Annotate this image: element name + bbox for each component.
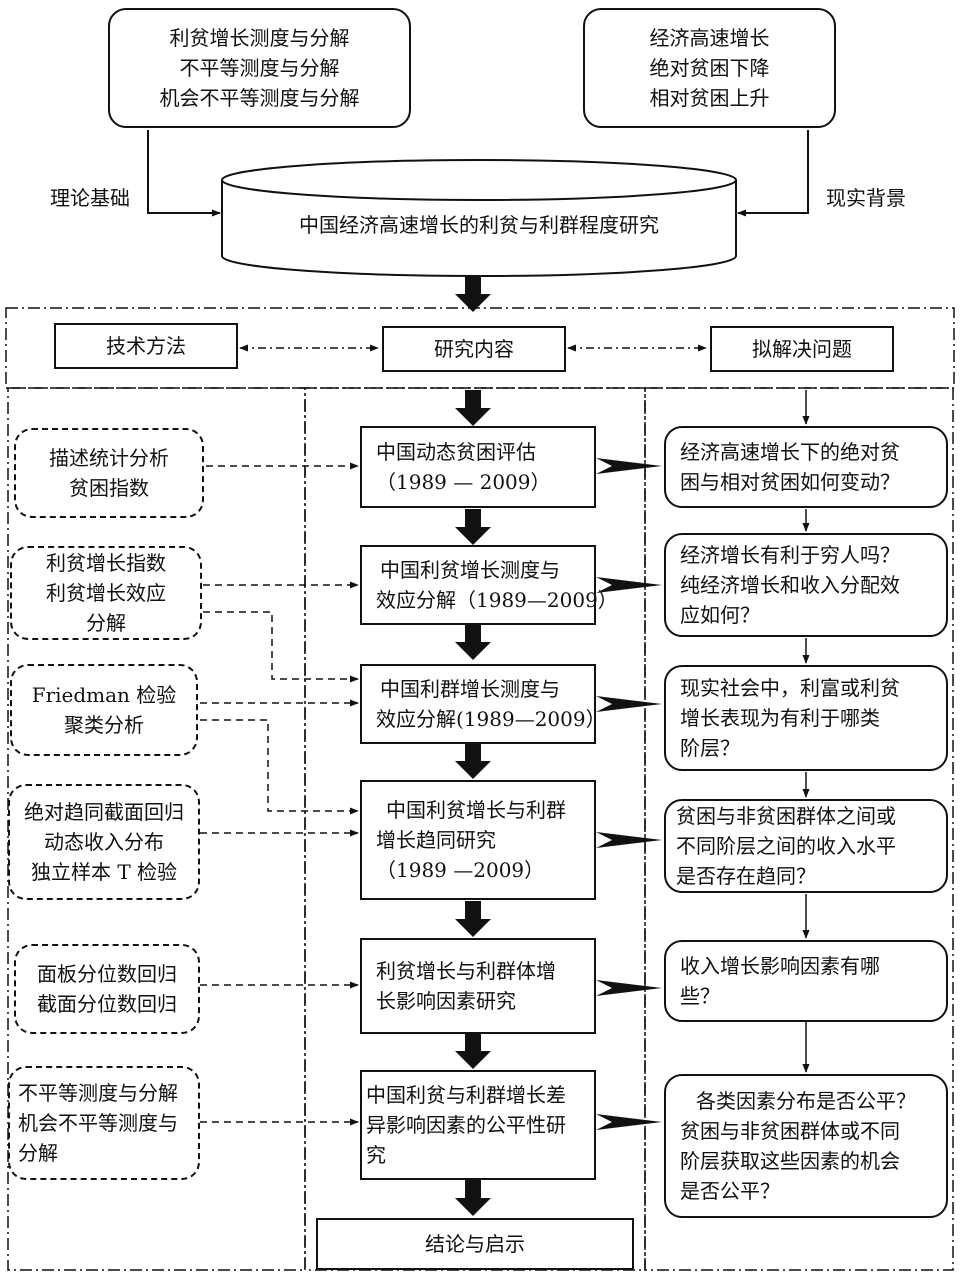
method-line: 利贫增长效应 xyxy=(46,581,166,605)
theory-line: 利贫增长测度与分解 xyxy=(169,26,350,50)
method-box-5: 面板分位数回归 截面分位数回归 xyxy=(14,944,200,1034)
method-line: 不平等测度与分解 xyxy=(18,1081,178,1105)
content-box-2: 中国利贫增长测度与 效应分解（1989—2009） xyxy=(360,545,618,625)
content-line: 中国动态贫困评估 xyxy=(376,440,536,464)
content-line: （1989 — 2009） xyxy=(376,470,551,494)
content-down-arrows xyxy=(455,276,491,1216)
theory-connector xyxy=(147,130,221,217)
content-line: 究 xyxy=(366,1143,386,1167)
problem-line: 贫困与非贫困群体之间或 xyxy=(676,804,896,828)
problem-line: 困与相对贫困如何变动？ xyxy=(680,470,900,494)
problem-line: 阶层？ xyxy=(680,736,740,760)
problems-header: 拟解决问题 xyxy=(710,326,894,372)
problem-line: 贫困与非贫困群体或不同 xyxy=(680,1119,900,1143)
problems-header-label: 拟解决问题 xyxy=(752,337,852,361)
content-line: 中国利贫增长测度与 xyxy=(380,558,560,582)
method-line: Friedman 检验 xyxy=(31,683,177,707)
content-line: 增长趋同研究 xyxy=(376,828,496,852)
method-box-4: 绝对趋同截面回归 动态收入分布 独立样本 T 检验 xyxy=(8,784,200,900)
problem-line: 经济高速增长下的绝对贫 xyxy=(680,440,900,464)
content-line: 效应分解（1989—2009） xyxy=(376,588,618,612)
method-line: 动态收入分布 xyxy=(44,830,164,854)
background-line: 经济高速增长 xyxy=(649,26,770,50)
problem-box-6: 各类因素分布是否公平？ 贫困与非贫困群体或不同 阶层获取这些因素的机会 是否公平… xyxy=(664,1074,948,1218)
problem-line: 不同阶层之间的收入水平 xyxy=(676,834,896,858)
problem-box-1: 经济高速增长下的绝对贫 困与相对贫困如何变动？ xyxy=(664,426,948,508)
problem-line: 些？ xyxy=(680,984,720,1008)
problem-line: 是否公平？ xyxy=(680,1179,780,1203)
problems-frame xyxy=(644,387,954,1271)
header-frame xyxy=(5,307,955,389)
theory-line: 不平等测度与分解 xyxy=(179,56,340,80)
problem-box-3: 现实社会中，利富或利贫 增长表现为有利于哪类 阶层？ xyxy=(664,665,948,771)
theory-line: 机会不平等测度与分解 xyxy=(159,86,360,110)
method-line: 分解 xyxy=(18,1141,58,1165)
content-box-4: 中国利贫增长与利群 增长趋同研究 （1989 —2009） xyxy=(360,780,596,900)
method-box-2: 利贫增长指数 利贫增长效应 分解 xyxy=(10,546,202,640)
problem-box-5: 收入增长影响因素有哪 些？ xyxy=(664,940,948,1022)
method-line: 聚类分析 xyxy=(64,713,144,737)
content-to-problem-arrows xyxy=(596,458,662,1130)
content-line: 异影响因素的公平性研 xyxy=(366,1113,566,1137)
content-line: （1989 —2009） xyxy=(376,858,545,882)
problem-line: 现实社会中，利富或利贫 xyxy=(680,676,900,700)
background-box: 经济高速增长 绝对贫困下降 相对贫困上升 xyxy=(583,8,836,128)
content-box-1: 中国动态贫困评估 （1989 — 2009） xyxy=(360,426,596,508)
problem-line: 收入增长影响因素有哪 xyxy=(680,954,880,978)
problem-box-2: 经济增长有利于穷人吗？ 纯经济增长和收入分配效 应如何？ xyxy=(664,533,948,637)
method-box-6: 不平等测度与分解 机会不平等测度与 分解 xyxy=(8,1066,200,1180)
background-connector xyxy=(737,130,809,217)
method-line: 贫困指数 xyxy=(69,476,149,500)
method-line: 分解 xyxy=(86,611,126,635)
theory-box: 利贫增长测度与分解 不平等测度与分解 机会不平等测度与分解 xyxy=(108,8,411,128)
methods-header-label: 技术方法 xyxy=(106,334,186,358)
content-line: 中国利群增长测度与 xyxy=(380,677,560,701)
method-line: 绝对趋同截面回归 xyxy=(24,800,184,824)
content-box-6: 中国利贫与利群增长差 异影响因素的公平性研 究 xyxy=(360,1070,596,1180)
content-line: 中国利贫增长与利群 xyxy=(386,798,566,822)
background-line: 绝对贫困下降 xyxy=(649,56,770,80)
problem-line: 纯经济增长和收入分配效 xyxy=(680,573,900,597)
methods-header: 技术方法 xyxy=(54,323,238,369)
theory-label: 理论基础 xyxy=(50,186,130,210)
content-line: 利贫增长与利群体增 xyxy=(376,959,556,983)
content-box-3: 中国利群增长测度与 效应分解(1989—2009） xyxy=(360,664,606,744)
problem-line: 各类因素分布是否公平？ xyxy=(696,1089,916,1113)
method-line: 利贫增长指数 xyxy=(46,551,166,575)
background-label: 现实背景 xyxy=(826,186,906,210)
content-line: 效应分解(1989—2009） xyxy=(376,707,606,731)
method-box-3: Friedman 检验 聚类分析 xyxy=(10,664,198,756)
conclusion-label: 结论与启示 xyxy=(425,1232,525,1256)
cylinder-title: 中国经济高速增长的利贫与利群程度研究 xyxy=(299,213,659,237)
content-header: 研究内容 xyxy=(382,326,566,372)
method-line: 截面分位数回归 xyxy=(37,992,177,1016)
content-header-label: 研究内容 xyxy=(434,337,514,361)
background-line: 相对贫困上升 xyxy=(649,86,770,110)
problem-line: 应如何？ xyxy=(680,603,760,627)
cylinder-shape xyxy=(221,159,737,277)
method-box-1: 描述统计分析 贫困指数 xyxy=(14,428,204,518)
method-line: 描述统计分析 xyxy=(49,446,169,470)
content-box-5: 利贫增长与利群体增 长影响因素研究 xyxy=(360,938,596,1034)
content-line: 中国利贫与利群增长差 xyxy=(366,1083,566,1107)
problem-line: 是否存在趋同？ xyxy=(676,864,816,888)
problem-line: 阶层获取这些因素的机会 xyxy=(680,1149,900,1173)
content-line: 长影响因素研究 xyxy=(376,989,516,1013)
method-line: 机会不平等测度与 xyxy=(18,1111,178,1135)
method-to-content-arrows xyxy=(200,462,359,1126)
problem-line: 增长表现为有利于哪类 xyxy=(680,706,880,730)
problem-line: 经济增长有利于穷人吗？ xyxy=(680,543,900,567)
method-line: 面板分位数回归 xyxy=(37,962,177,986)
conclusion-box: 结论与启示 xyxy=(316,1218,634,1270)
problem-box-4: 贫困与非贫困群体之间或 不同阶层之间的收入水平 是否存在趋同？ xyxy=(664,799,948,893)
method-line: 独立样本 T 检验 xyxy=(30,860,178,884)
